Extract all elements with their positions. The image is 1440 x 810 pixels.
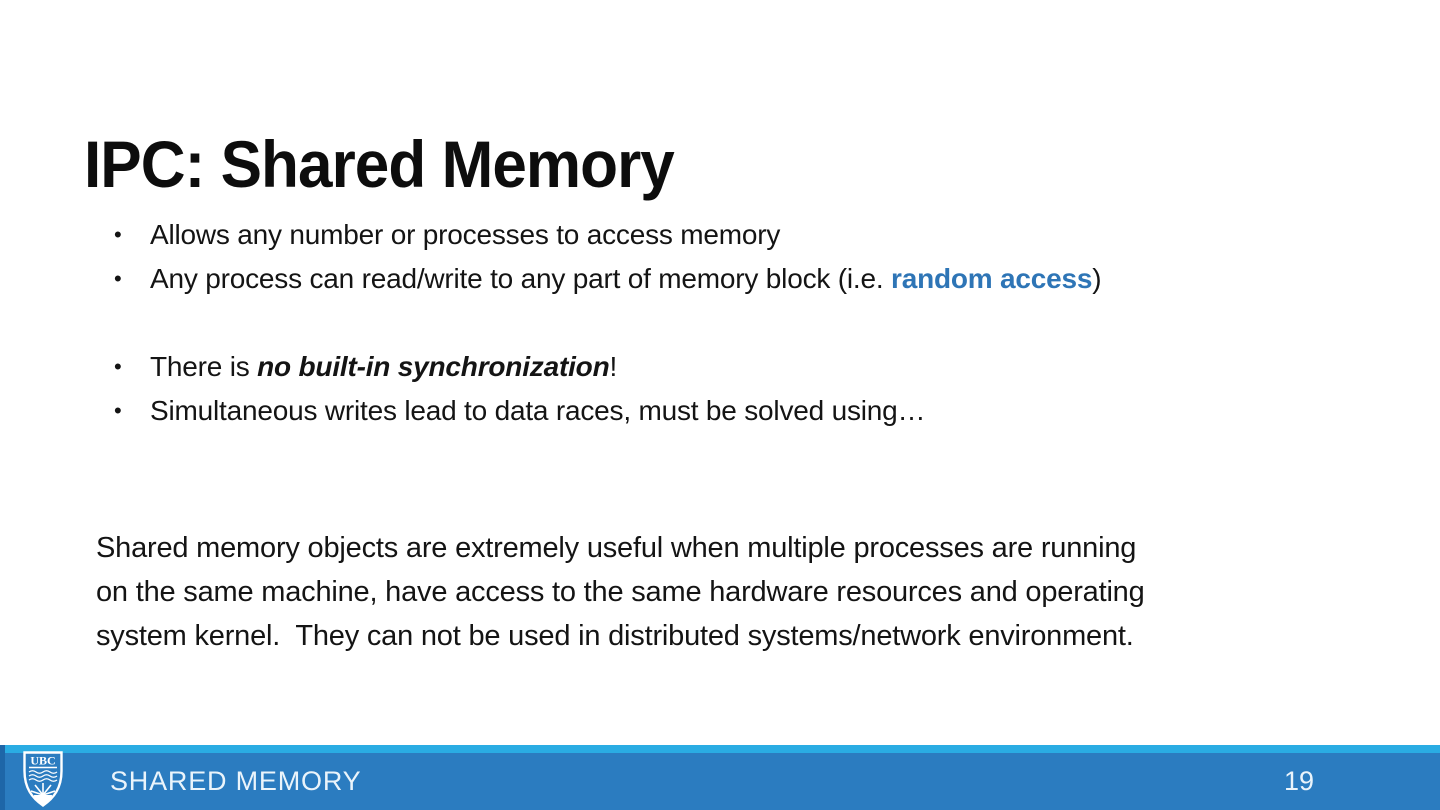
footer-section-label: SHARED MEMORY: [110, 766, 362, 796]
emphasis-text-no-builtin-sync: no built-in synchronization: [257, 351, 610, 382]
bullet-item: • There is no built-in synchronization!: [112, 345, 1412, 389]
footer-accent-stripe: [0, 745, 1440, 753]
bullet-text: Any process can read/write to any part o…: [150, 263, 1102, 294]
bullet-icon: •: [114, 398, 122, 423]
bullet-list: • Allows any number or processes to acce…: [112, 213, 1412, 433]
accent-text-random-access: random access: [891, 263, 1093, 294]
slide-title: IPC: Shared Memory: [84, 127, 675, 202]
svg-text:UBC: UBC: [30, 754, 55, 768]
paragraph-line: Shared memory objects are extremely usef…: [96, 532, 1137, 564]
paragraph-line: on the same machine, have access to the …: [96, 576, 1145, 608]
ubc-crest-icon: UBC: [23, 751, 63, 807]
bullet-icon: •: [114, 354, 122, 379]
slide-page-number: 19: [1283, 766, 1314, 796]
bullet-icon: •: [114, 266, 122, 291]
bullet-text: Allows any number or processes to access…: [150, 219, 781, 250]
bullet-text: There is no built-in synchronization!: [150, 351, 618, 382]
bullet-item: • Simultaneous writes lead to data races…: [112, 389, 1412, 433]
body-paragraph: Shared memory objects are extremely usef…: [96, 526, 1396, 658]
bullet-item: • Allows any number or processes to acce…: [112, 213, 1412, 257]
bullet-text: Simultaneous writes lead to data races, …: [150, 395, 926, 426]
paragraph-line: system kernel. They can not be used in d…: [96, 620, 1134, 652]
footer-left-edge: [0, 745, 5, 810]
footer-bar: [0, 753, 1440, 810]
bullet-item: • Any process can read/write to any part…: [112, 257, 1412, 301]
bullet-icon: •: [114, 222, 122, 247]
